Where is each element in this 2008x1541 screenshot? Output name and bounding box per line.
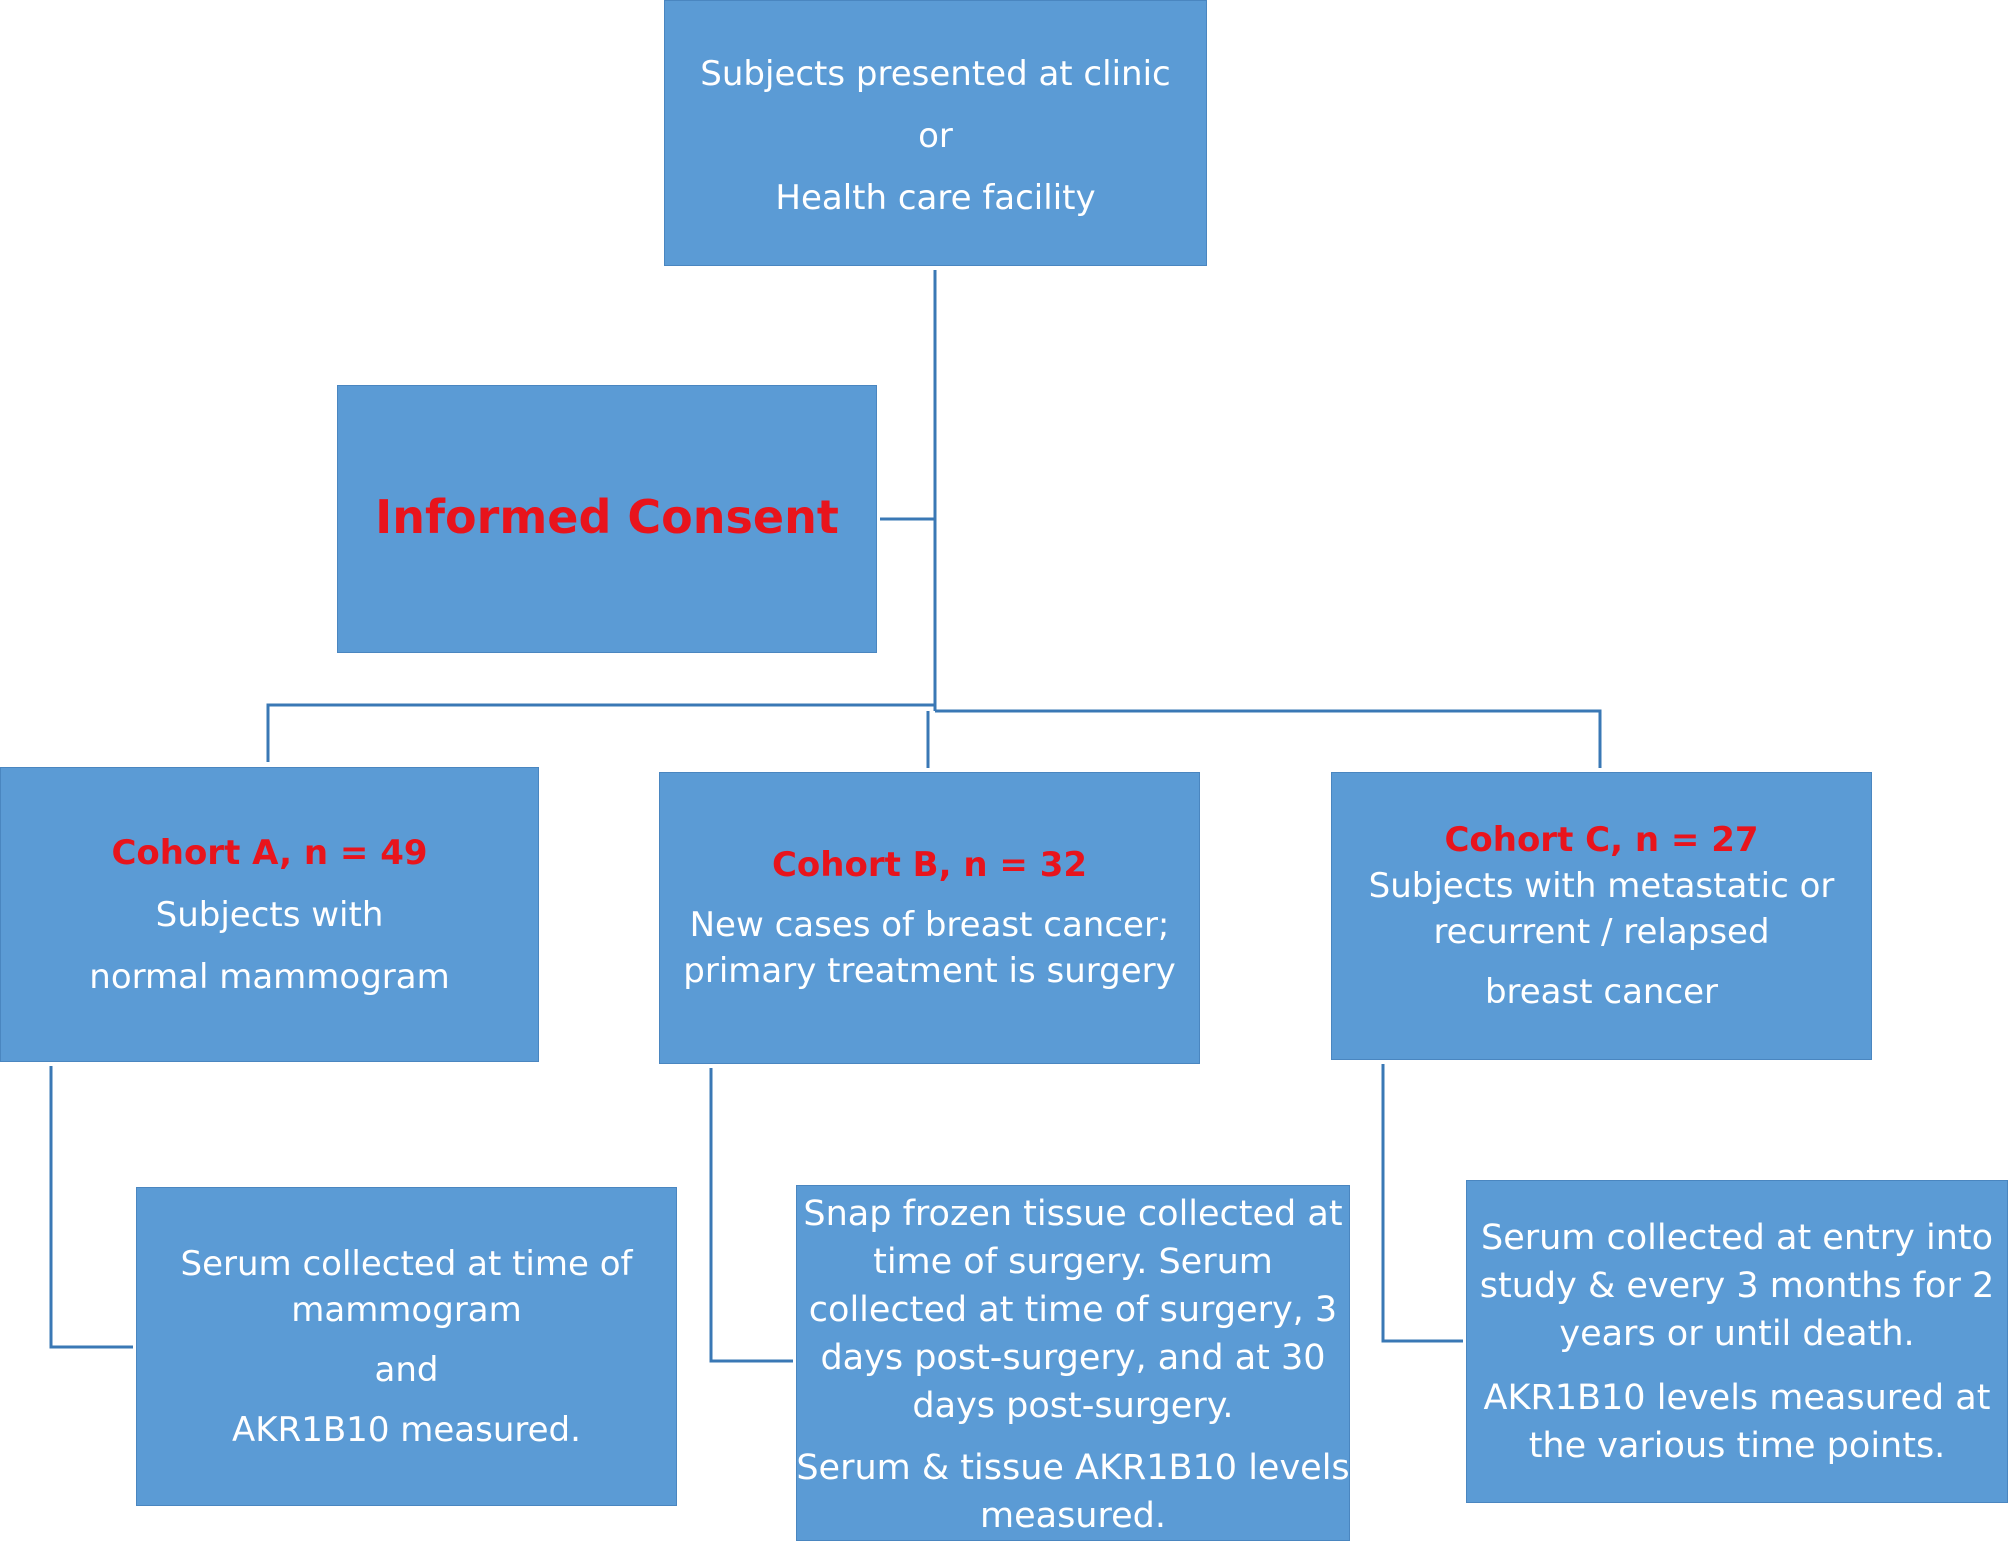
informed-consent-title: Informed Consent	[375, 490, 839, 544]
procedure-b-line-3: collected at time of surgery, 3	[808, 1290, 1338, 1330]
informed-consent-box: Informed Consent	[337, 385, 877, 653]
cohort-c-line-3: breast cancer	[1484, 972, 1719, 1012]
cohort-b-box: Cohort B, n = 32 New cases of breast can…	[659, 772, 1200, 1064]
procedure-b-line-1: Snap frozen tissue collected at	[803, 1194, 1343, 1234]
cohort-c-branch-line	[935, 709, 1602, 768]
procedure-c-line-1: Serum collected at entry into	[1480, 1217, 1994, 1258]
procedure-c-line-2: study & every 3 months for 2	[1479, 1265, 1995, 1306]
procedure-a-box: Serum collected at time of mammogram and…	[136, 1187, 677, 1506]
procedure-a-line-2: mammogram	[291, 1289, 522, 1330]
procedure-c-line-5: the various time points.	[1528, 1425, 1946, 1466]
procedure-c-line-4: AKR1B10 levels measured at	[1483, 1377, 1991, 1418]
cohort-b-procedure-line	[709, 1068, 793, 1363]
cohort-a-line-1: Subjects with	[155, 894, 384, 935]
cohort-b-line-2: primary treatment is surgery	[683, 951, 1176, 991]
cohort-c-line-1: Subjects with metastatic or	[1368, 866, 1835, 906]
cohort-b-title: Cohort B, n = 32	[771, 845, 1088, 885]
intake-line-2: or	[918, 116, 953, 156]
procedure-b-box: Snap frozen tissue collected at time of …	[796, 1185, 1350, 1541]
cohort-a-box: Cohort A, n = 49 Subjects with normal ma…	[0, 767, 539, 1062]
cohort-c-box: Cohort C, n = 27 Subjects with metastati…	[1331, 772, 1872, 1060]
procedure-a-line-4: AKR1B10 measured.	[232, 1409, 581, 1450]
procedure-a-line-3: and	[374, 1349, 439, 1390]
procedure-c-box: Serum collected at entry into study & ev…	[1466, 1180, 2008, 1503]
procedure-b-line-2: time of surgery. Serum	[873, 1242, 1273, 1282]
cohort-a-title: Cohort A, n = 49	[111, 832, 428, 873]
intake-line-1: Subjects presented at clinic	[700, 54, 1171, 94]
intake-line-3: Health care facility	[775, 178, 1096, 218]
procedure-b-line-5: days post-surgery.	[912, 1386, 1234, 1426]
cohort-c-title: Cohort C, n = 27	[1444, 820, 1759, 860]
cohort-c-line-2: recurrent / relapsed	[1433, 912, 1770, 952]
cohort-c-procedure-line	[1381, 1064, 1463, 1343]
cohort-a-procedure-line	[49, 1066, 133, 1349]
procedure-c-line-3: years or until death.	[1559, 1313, 1915, 1354]
intake-box: Subjects presented at clinic or Health c…	[664, 0, 1207, 266]
procedure-b-line-6: Serum & tissue AKR1B10 levels	[796, 1448, 1350, 1488]
cohort-a-line-2: normal mammogram	[89, 956, 450, 997]
procedure-a-line-1: Serum collected at time of	[180, 1243, 633, 1284]
cohort-a-branch-line	[266, 703, 935, 762]
procedure-b-line-7: measured.	[980, 1496, 1166, 1536]
procedure-b-line-4: days post-surgery, and at 30	[820, 1338, 1326, 1378]
cohort-b-line-1: New cases of breast cancer;	[689, 905, 1170, 945]
